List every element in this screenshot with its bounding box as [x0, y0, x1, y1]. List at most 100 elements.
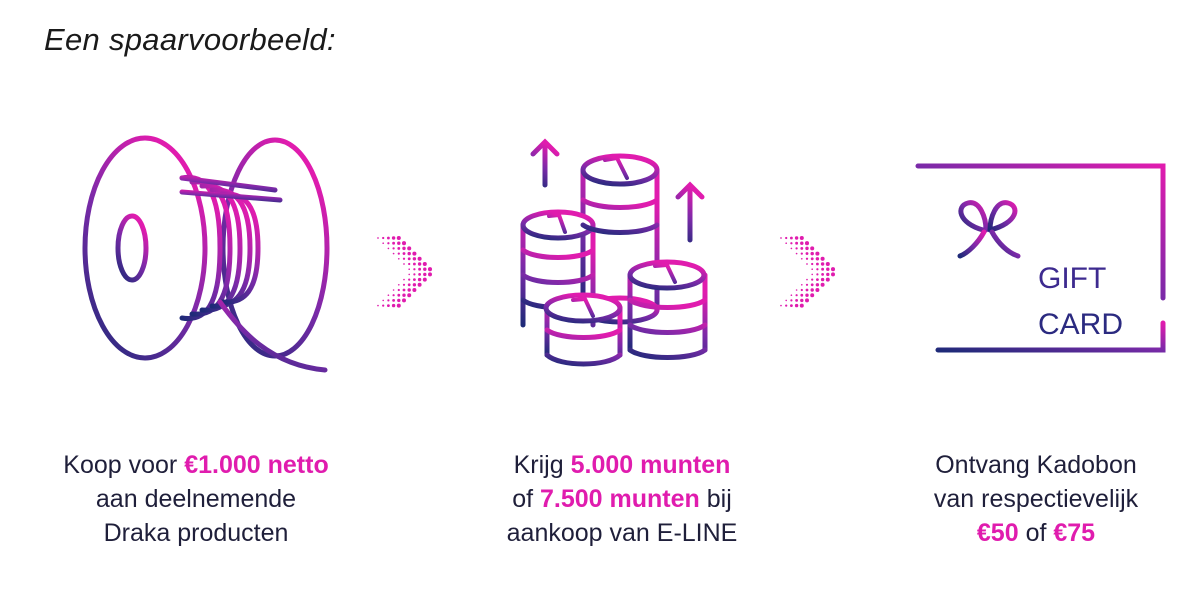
chevron-dot: [397, 246, 401, 250]
chevron-dot: [811, 273, 814, 276]
chevron-dot: [402, 298, 406, 303]
chevron-dot: [402, 257, 406, 260]
caption-line: Koop voor €1.000 netto: [63, 451, 329, 479]
chevron-dot: [408, 273, 411, 276]
chevron-dot: [795, 241, 799, 245]
chevron-dot: [790, 247, 793, 250]
chevron-dot: [800, 298, 804, 303]
chevron-dot: [382, 304, 385, 307]
chevron-dot: [402, 288, 406, 292]
chevron-dot: [387, 294, 390, 297]
chevron-dot: [800, 257, 803, 260]
chevron-dot: [392, 252, 395, 255]
chevron-dot: [397, 252, 400, 255]
chevron-dot: [795, 247, 798, 250]
chevron-dot: [805, 252, 809, 256]
chevron-dot: [391, 303, 396, 308]
chevron-dot: [408, 268, 411, 271]
chevron-dot: [382, 236, 385, 240]
chevron-dot: [820, 282, 825, 287]
step-2-caption: Krijg 5.000 munten of 7.500 munten bij a…: [442, 448, 802, 550]
gift-card-label-2: CARD: [1038, 308, 1123, 341]
chevron-dot: [795, 299, 798, 302]
chevron-dot: [407, 246, 412, 251]
caption-line: Ontvang Kadobon: [935, 451, 1137, 479]
chevron-dot: [397, 283, 400, 286]
chevron-dot: [402, 283, 406, 286]
chevron-dot: [810, 246, 815, 251]
chevron-dot: [397, 293, 401, 297]
chevron-dot: [392, 294, 395, 297]
chevron-dot: [402, 252, 406, 256]
chevron-dot: [789, 236, 793, 240]
chevron-dot: [785, 299, 788, 302]
chevron-dot: [790, 304, 793, 307]
chevron-dot: [387, 304, 390, 307]
chevron-dot: [785, 236, 788, 240]
chevron-dot: [417, 277, 422, 282]
chevron-dot: [428, 272, 432, 277]
chevron-dot: [386, 236, 390, 240]
chevron-dot: [800, 241, 804, 245]
chevron-dot: [831, 272, 835, 277]
chevron-dot: [790, 299, 793, 302]
chevron-dot: [800, 252, 803, 255]
chevron-dot: [816, 268, 819, 271]
chevron-dot: [794, 236, 799, 240]
chevron-dot: [382, 242, 385, 245]
step-3-caption: Ontvang Kadobon van respectievelijk €50 …: [856, 448, 1200, 550]
chevron-dot: [815, 283, 820, 287]
chevron-dot: [418, 267, 422, 271]
chevron-dot: [422, 277, 427, 282]
chevron-dot: [795, 252, 798, 255]
chevron-dot: [413, 273, 416, 276]
chevron-dot: [785, 304, 788, 307]
chevron-dot: [780, 304, 782, 307]
chevron-dot: [392, 247, 395, 250]
chevron-dot: [377, 304, 379, 307]
chevron-dot: [795, 289, 798, 291]
chevron-dot: [417, 282, 422, 287]
chevron-dot: [820, 256, 825, 261]
chevron-dot: [408, 278, 411, 281]
chevron-dot: [825, 261, 830, 267]
chevron-dot: [816, 273, 819, 276]
chevron-dot: [790, 242, 793, 245]
chevron-dot: [423, 267, 427, 271]
cable-reel-icon: [82, 135, 330, 373]
chevron-dot: [794, 303, 799, 308]
chevron-dot: [397, 241, 401, 245]
chevron-dot: [396, 235, 401, 241]
chevron-dot: [826, 267, 830, 271]
chevron-dot: [810, 288, 814, 292]
chevron-dot: [402, 293, 406, 297]
chevron-dot: [407, 293, 412, 298]
chevron-dot: [815, 262, 819, 266]
chevron-dot: [805, 283, 809, 286]
chevron-dot: [387, 242, 390, 245]
chevron-dot: [785, 242, 788, 245]
chevron-dot: [392, 299, 395, 302]
chevron-dot: [422, 261, 427, 267]
caption-line: aankoop van E-LINE: [506, 519, 738, 547]
chevron-dot: [795, 294, 798, 297]
chevron-dot: [810, 283, 814, 287]
chevron-dot: [821, 273, 824, 276]
chevron-dot: [377, 237, 379, 239]
chevron-dot: [830, 267, 836, 272]
caption-line: of 7.500 munten bij: [512, 485, 732, 513]
chevron-dot: [403, 263, 405, 265]
caption-line: aan deelnemende: [95, 485, 297, 513]
chevron-dot: [423, 272, 427, 277]
page-title: Een spaarvoorbeeld:: [44, 22, 336, 57]
chevron-dot: [800, 293, 804, 297]
chevron-dot: [427, 267, 433, 272]
chevron-dot: [402, 246, 406, 251]
chevron-dot: [799, 235, 804, 241]
chevron-dot: [397, 288, 400, 292]
chevron-dot: [392, 241, 396, 245]
chevron-dot: [810, 257, 814, 261]
chevron-dot: [780, 237, 782, 239]
chevron-dot: [825, 277, 830, 282]
chevron-dot: [811, 262, 814, 266]
